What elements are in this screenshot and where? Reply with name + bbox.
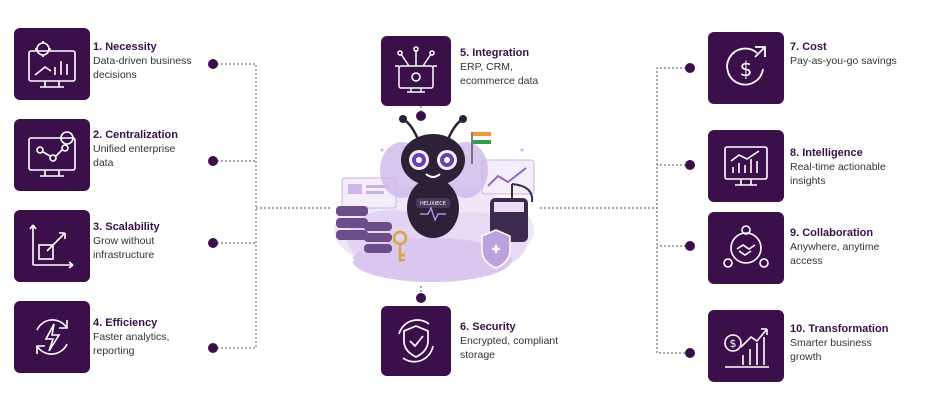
connector-dot [208,59,218,69]
item-title: 7. Cost [790,41,827,53]
connector-dot [208,238,218,248]
tile-security [381,306,451,376]
tile-necessity [14,28,90,100]
connector-dot [208,156,218,166]
item-title: 3. Scalability [93,221,160,233]
connector-dot [685,241,695,251]
item-desc: Data-driven business decisions [93,55,192,81]
item-desc: Encrypted, compliant storage [460,335,559,361]
item-title: 6. Security [460,321,516,333]
monitor-gear-chart-icon [28,41,76,88]
svg-text:$: $ [740,57,753,81]
monitor-network-icon [28,131,76,177]
connector-dot [685,348,695,358]
item-desc: Smarter business growth [790,337,872,363]
tile-efficiency [14,301,90,373]
analytics-monitor-icon [724,146,768,186]
item-desc: Faster analytics, reporting [93,331,170,357]
shield-check-icon [398,319,434,363]
item-desc: Unified enterprise data [93,143,176,169]
item-title: 9. Collaboration [790,227,874,239]
tile-cost: $ [708,32,784,104]
integration-hub-icon [395,46,437,93]
item-desc: Anywhere, anytime access [790,241,880,267]
svg-text:$: $ [730,337,737,350]
item-desc: Pay-as-you-go savings [790,55,897,67]
tile-centralization [14,119,90,191]
connector-dot [685,63,695,73]
connector-dot [208,343,218,353]
connector-dot [416,293,426,303]
connector-dot [416,111,426,121]
growth-chart-icon: $ [724,328,769,368]
item-title: 4. Efficiency [93,317,158,329]
item-title: 8. Intelligence [790,147,863,159]
tile-collaboration [708,212,784,284]
lightning-cycle-icon [36,319,68,355]
item-title: 1. Necessity [93,41,157,53]
mascot-illustration: HELIXIECE [334,115,535,282]
tile-scalability [14,210,90,282]
connector-dot [685,160,695,170]
scale-arrows-icon [29,224,74,269]
item-title: 5. Integration [460,47,530,59]
item-title: 2. Centralization [93,129,178,141]
tile-transformation: $ [708,310,784,382]
item-desc: Real-time actionable insights [790,161,886,187]
tile-intelligence [708,130,784,202]
team-handshake-icon [723,225,769,268]
tile-integration [381,36,451,106]
item-desc: Grow without infrastructure [93,235,155,261]
mascot-badge: HELIXIECE [420,201,446,207]
item-desc: ERP, CRM, ecommerce data [460,61,539,87]
dollar-cycle-icon: $ [726,46,766,86]
item-title: 10. Transformation [790,323,889,335]
